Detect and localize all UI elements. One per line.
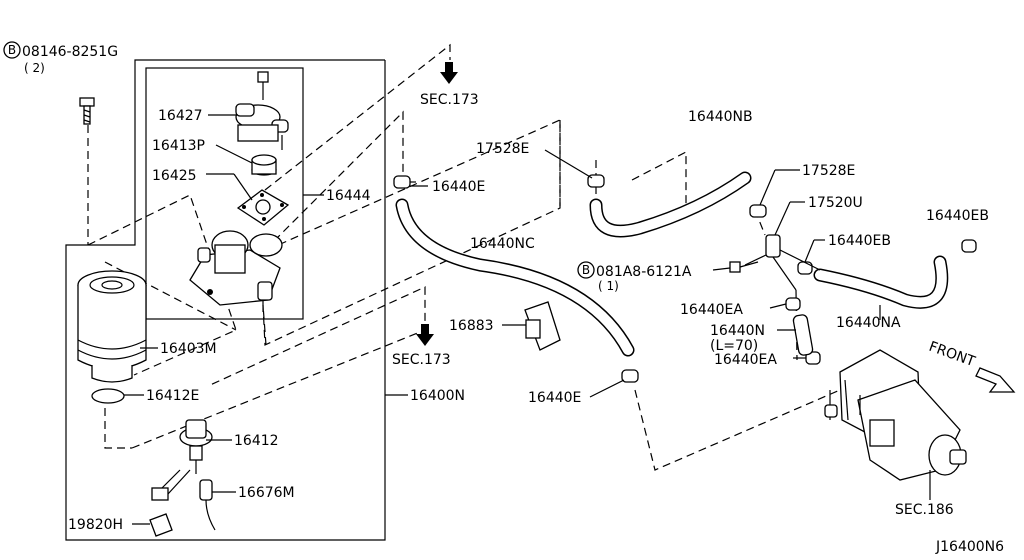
svg-text:B: B	[582, 263, 590, 277]
label-16676M: 16676M	[238, 485, 295, 501]
label-17528E-left: 17528E	[476, 141, 529, 157]
label-16440NB: 16440NB	[688, 109, 753, 125]
label-16400N: 16400N	[410, 388, 465, 404]
priming-pump-16427	[235, 71, 289, 150]
label-16444: 16444	[326, 188, 371, 204]
label-16440N: 16440N	[710, 323, 765, 339]
gasket-16425	[236, 189, 290, 226]
leader-lines	[124, 114, 931, 525]
spacer-16413P	[251, 154, 277, 176]
assembly-frame-16444	[145, 67, 304, 320]
front-arrow-icon	[975, 367, 1016, 393]
label-16413P: 16413P	[152, 138, 205, 154]
dash-line	[264, 43, 451, 191]
hose-16440NC	[397, 200, 633, 355]
label-16440EA-top: 16440EA	[680, 302, 743, 318]
label-17520U: 17520U	[808, 195, 863, 211]
arrow-down-icon	[416, 324, 434, 346]
bolt-08146-8251G	[79, 97, 95, 125]
label-sec173-top: SEC.173	[420, 92, 479, 108]
clip-19820H	[149, 513, 173, 537]
svg-text:B: B	[8, 43, 16, 57]
label-16403M: 16403M	[160, 341, 217, 357]
dash-line	[264, 110, 404, 251]
label-17528E-right: 17528E	[802, 163, 855, 179]
bolt-badge-icon: B	[3, 41, 21, 59]
hose-16676M	[199, 479, 216, 531]
dash-line	[634, 389, 841, 471]
label-16440E-bottom: 16440E	[528, 390, 581, 406]
sensor-16412	[179, 419, 213, 474]
label-16427: 16427	[158, 108, 203, 124]
clamp-16440E-bottom	[621, 369, 639, 383]
clamp-16440EB-mid	[797, 261, 813, 275]
label-16440EB-right: 16440EB	[926, 208, 989, 224]
bracket-16883	[524, 301, 561, 351]
assembly-frame-16400N	[65, 59, 386, 541]
dash-line	[104, 395, 132, 449]
label-16412E: 16412E	[146, 388, 199, 404]
label-16440NA: 16440NA	[836, 315, 901, 331]
label-bolt-qty: ( 2)	[24, 61, 45, 75]
label-16440N-length: (L=70)	[710, 338, 758, 354]
connector-17520U	[744, 234, 821, 291]
clamp-17528E-right	[749, 204, 767, 218]
clamp-16440EA-top	[785, 297, 801, 311]
hose-16440NB	[591, 173, 750, 237]
label-16440EA-bottom: 16440EA	[714, 352, 777, 368]
dash-line	[631, 151, 687, 205]
label-sec173-mid: SEC.173	[392, 352, 451, 368]
label-16440NC: 16440NC	[470, 236, 535, 252]
label-front: FRONT	[927, 339, 978, 371]
dash-line	[795, 289, 798, 361]
hose-16440NB-outline	[589, 171, 752, 238]
hose-16440NC-outline	[395, 198, 635, 357]
diagram-code: J16400N6	[935, 539, 1004, 555]
wire-harness	[151, 469, 191, 501]
filter-head-16444	[189, 230, 283, 312]
label-16883: 16883	[449, 318, 494, 334]
label-bolt2-qty: ( 1)	[598, 279, 619, 293]
label-16440E-top: 16440E	[432, 179, 485, 195]
dash-line	[131, 286, 426, 449]
label-19820H: 19820H	[68, 517, 123, 533]
clamp-16440E-top	[393, 175, 416, 189]
clamp-16440EB-right	[961, 239, 977, 253]
label-16425: 16425	[152, 168, 197, 184]
hose-16440N	[792, 314, 814, 356]
label-16440EB-mid: 16440EB	[828, 233, 891, 249]
fuel-filter-16403M	[77, 270, 147, 383]
arrow-down-icon	[440, 62, 458, 84]
label-bolt2-code: 081A8-6121A	[596, 264, 692, 280]
hose-16440NA	[815, 257, 947, 308]
injection-pump	[824, 349, 967, 481]
label-sec186: SEC.186	[895, 502, 954, 518]
label-bolt-code: 08146-8251G	[22, 44, 118, 60]
o-ring-16412E	[91, 388, 125, 404]
dash-line	[104, 261, 237, 331]
bolt2-badge-icon: B	[577, 261, 595, 279]
label-16412: 16412	[234, 433, 279, 449]
bolt-081A8-6121A	[729, 261, 759, 273]
